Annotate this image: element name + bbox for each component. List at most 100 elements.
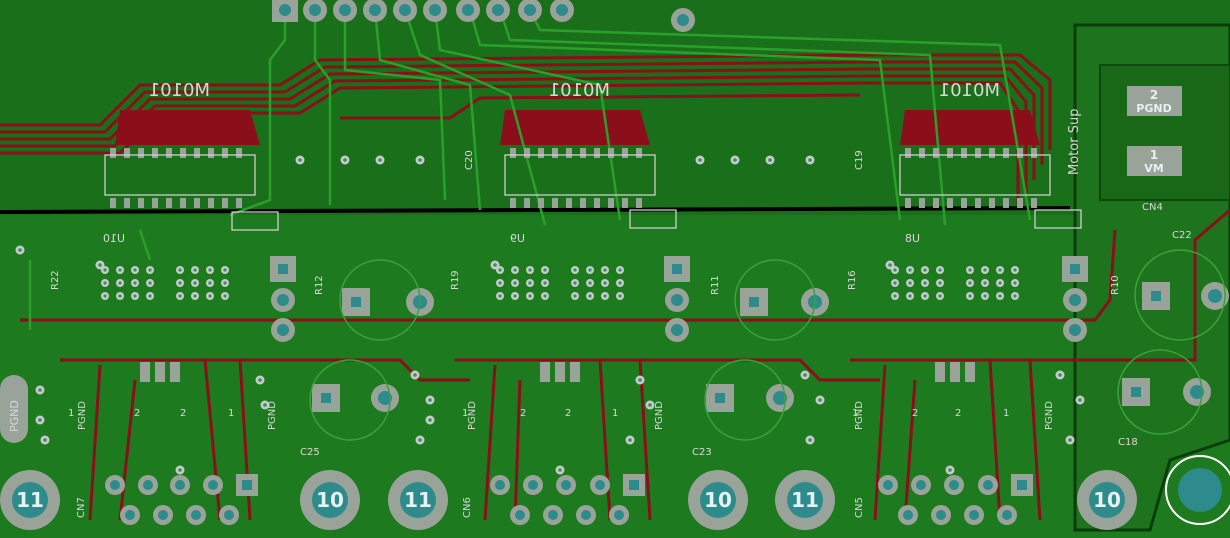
chip-smd-pad	[1017, 198, 1023, 208]
left-pgnd-pad[interactable]: PGND	[0, 375, 28, 443]
via-hole	[808, 438, 812, 442]
via-hole	[1013, 268, 1017, 272]
large-round-pad[interactable]: 10	[688, 470, 748, 530]
via-hole	[343, 158, 347, 162]
via-hole	[938, 281, 942, 285]
large-pad-hole	[400, 482, 436, 518]
chip-smd-pad	[947, 198, 953, 208]
pin2-label-d: 2	[565, 408, 571, 419]
via-hole	[573, 268, 577, 272]
via-hole	[698, 158, 702, 162]
smd-pad	[965, 362, 975, 382]
via-hole	[588, 281, 592, 285]
via-hole	[908, 281, 912, 285]
via-hole	[133, 281, 137, 285]
via-hole	[573, 281, 577, 285]
large-round-pad[interactable]: 11	[388, 470, 448, 530]
pgnd-label-c: PGND	[467, 401, 478, 430]
chip-smd-pad	[152, 198, 158, 208]
connector-pin-hole	[158, 510, 168, 520]
via-hole	[513, 294, 517, 298]
connector-pad-2[interactable]: 2 PGND	[1127, 86, 1182, 116]
chip-smd-pad	[905, 198, 911, 208]
chip-smd-pad	[975, 148, 981, 158]
chip-smd-pad	[538, 198, 544, 208]
large-pad-hole	[12, 482, 48, 518]
chip-label-1: M0101	[149, 80, 210, 101]
refdes-r12: R12	[314, 275, 325, 295]
chip-label-2: M0101	[549, 80, 610, 101]
via-hole	[498, 268, 502, 272]
via-hole	[223, 281, 227, 285]
smd-pad	[155, 362, 165, 382]
chip-smd-pad	[222, 148, 228, 158]
via-hole	[18, 248, 22, 252]
large-pad-hole	[700, 482, 736, 518]
connector-pad-1[interactable]: 1 VM	[1127, 146, 1182, 176]
chip-smd-pad	[124, 198, 130, 208]
via-hole	[1013, 281, 1017, 285]
chip-label-group: M0101 M0101 M0101	[149, 80, 1000, 101]
connector-ref-cn4: CN4	[1142, 202, 1163, 213]
refdes-c22: C22	[1172, 230, 1192, 241]
chip-smd-pad	[580, 198, 586, 208]
via-hole	[148, 281, 152, 285]
via-hole	[43, 438, 47, 442]
connector-pad-2-net: PGND	[1136, 102, 1171, 115]
smd-pad	[170, 362, 180, 382]
power-connector-body	[1099, 64, 1230, 201]
via-hole	[223, 294, 227, 298]
large-round-pad[interactable]: 11	[775, 470, 835, 530]
connector-pin-square-hole	[629, 480, 639, 490]
via-hole	[208, 294, 212, 298]
refdes-c18: C18	[1118, 437, 1138, 448]
chip-smd-pad	[180, 148, 186, 158]
connector-pin-square-hole	[242, 480, 252, 490]
via-hole	[428, 398, 432, 402]
chip-smd-pad	[138, 198, 144, 208]
connector-pin-hole	[528, 480, 538, 490]
via-hole	[983, 294, 987, 298]
via-hole	[908, 268, 912, 272]
connector-pad-1-number: 1	[1150, 148, 1158, 162]
chip-smd-pad	[961, 198, 967, 208]
smd-pad	[540, 362, 550, 382]
via-hole	[588, 294, 592, 298]
via-hole	[588, 268, 592, 272]
large-pad-number: 10	[1093, 488, 1121, 512]
refdes-c23: C23	[692, 447, 712, 458]
via-hole	[603, 268, 607, 272]
chip-smd-pad	[166, 198, 172, 208]
via-hole	[938, 294, 942, 298]
chip-smd-pad	[166, 148, 172, 158]
pin2-label-b: 2	[180, 408, 186, 419]
via-hole	[178, 294, 182, 298]
large-round-pad[interactable]: 10	[1077, 470, 1137, 530]
pin2-label-a: 2	[134, 408, 140, 419]
chip-smd-pad	[194, 198, 200, 208]
large-round-pad[interactable]: 11	[0, 470, 60, 530]
connector-pin-hole	[883, 480, 893, 490]
via-hole	[543, 294, 547, 298]
chip-smd-pad	[110, 198, 116, 208]
via-hole	[118, 268, 122, 272]
via-hole	[543, 281, 547, 285]
smd-pad	[935, 362, 945, 382]
connector-pin-hole	[614, 510, 624, 520]
via-hole	[38, 418, 42, 422]
large-round-pad[interactable]: 10	[300, 470, 360, 530]
large-pad-number: 11	[16, 488, 44, 512]
board-edge-cut	[0, 206, 1071, 214]
pin1-label-e: 1	[852, 408, 858, 419]
via-hole	[193, 281, 197, 285]
chip-footprints	[104, 154, 1082, 231]
chip-smd-pad	[1017, 148, 1023, 158]
chip-smd-pad	[919, 198, 925, 208]
header-pin-row	[272, 0, 695, 32]
via-hole	[528, 268, 532, 272]
large-pad-number: 10	[316, 488, 344, 512]
large-pad-row[interactable]: 11 10 11 10 11 10	[0, 470, 1137, 530]
via-hole	[648, 403, 652, 407]
via-hole	[103, 294, 107, 298]
